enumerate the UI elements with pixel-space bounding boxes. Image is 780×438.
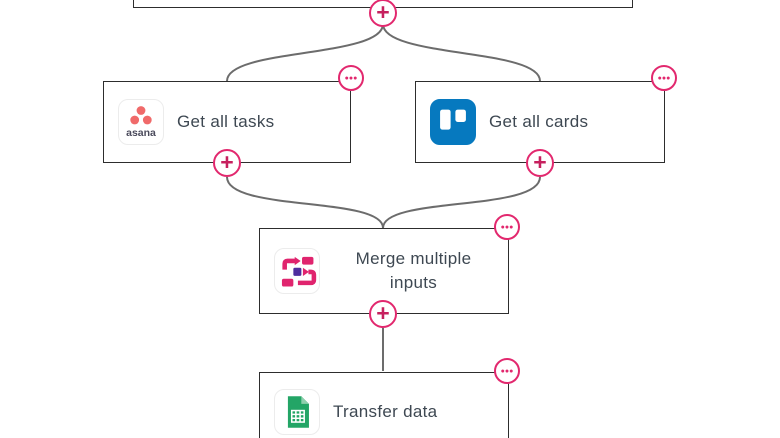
node-label: Transfer data — [333, 402, 438, 422]
menu-dots-icon: ●●● — [500, 367, 514, 375]
menu-dots-icon: ●●● — [344, 74, 358, 82]
merge-icon — [274, 248, 320, 294]
node-label: Get all cards — [489, 112, 589, 132]
node-menu-button-tasks[interactable]: ●●● — [338, 65, 364, 91]
node-label: Get all tasks — [177, 112, 275, 132]
add-step-button-merge[interactable]: + — [369, 300, 397, 328]
google-sheets-icon — [274, 389, 320, 435]
menu-dots-icon: ●●● — [500, 223, 514, 231]
plus-icon: + — [376, 299, 390, 326]
node-label: Merge multiple inputs — [355, 249, 472, 292]
connector-top-to-cards — [382, 23, 541, 82]
node-transfer-data[interactable]: Transfer data — [259, 372, 509, 438]
node-menu-button-cards[interactable]: ●●● — [651, 65, 677, 91]
plus-icon: + — [220, 148, 234, 175]
node-menu-button-merge[interactable]: ●●● — [494, 214, 520, 240]
add-step-button-tasks[interactable]: + — [213, 149, 241, 177]
svg-text:asana: asana — [126, 127, 156, 139]
asana-icon: asana — [118, 99, 164, 145]
add-step-button-cards[interactable]: + — [526, 149, 554, 177]
plus-icon: + — [533, 148, 547, 175]
add-step-button-top[interactable]: + — [369, 0, 397, 27]
connector-tasks-to-merge — [226, 176, 384, 229]
menu-dots-icon: ●●● — [657, 74, 671, 82]
node-menu-button-transfer[interactable]: ●●● — [494, 358, 520, 384]
plus-icon: + — [376, 0, 390, 25]
trello-icon — [430, 99, 476, 145]
